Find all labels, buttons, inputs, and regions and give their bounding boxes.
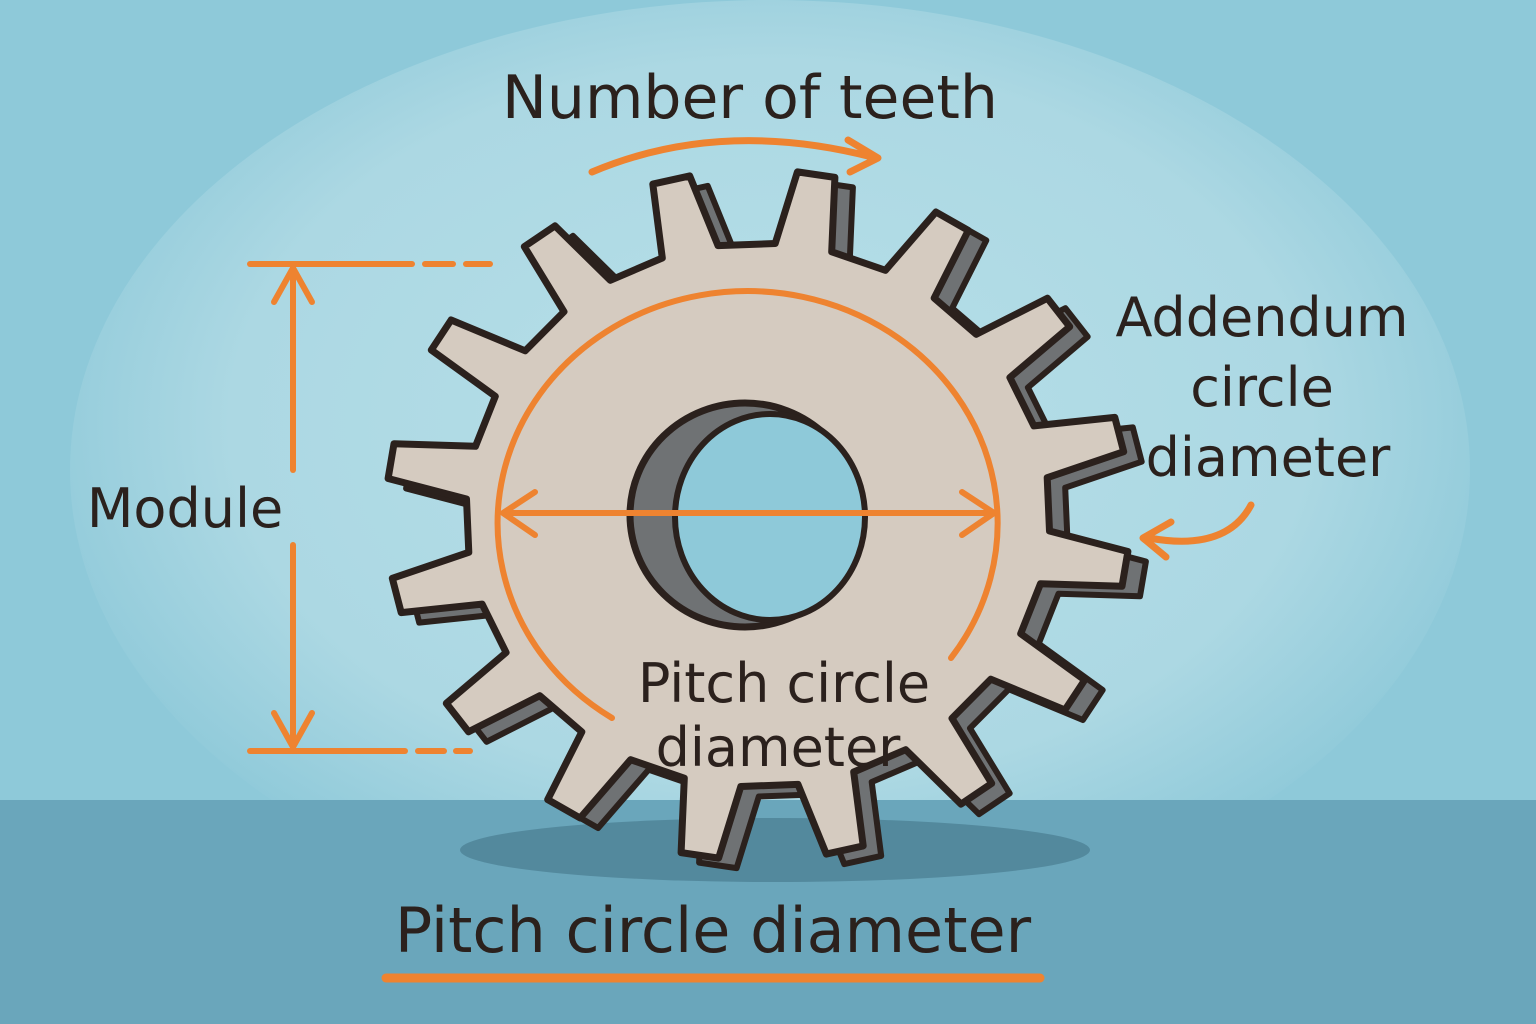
module-dimension [247,261,493,754]
gear-hole [672,411,868,623]
pitch-inner-label-line-1: Pitch circle [638,652,930,715]
gear-shadow [460,818,1090,882]
addendum-label-line-2: circle [1190,356,1334,419]
curved-arrow-right-icon [588,136,882,176]
module-label: Module [87,477,283,540]
addendum-label-line-1: Addendum [1115,286,1408,349]
pitch-diameter-arrow [500,489,997,538]
number-of-teeth-label: Number of teeth [502,63,998,133]
bottom-title: Pitch circle diameter [395,894,1032,967]
pitch-inner-label-line-2: diameter [656,716,902,779]
pitch-circle-arc [494,288,1001,721]
addendum-label-line-3: diameter [1146,426,1392,489]
curved-arrow-left-icon [1139,501,1255,561]
